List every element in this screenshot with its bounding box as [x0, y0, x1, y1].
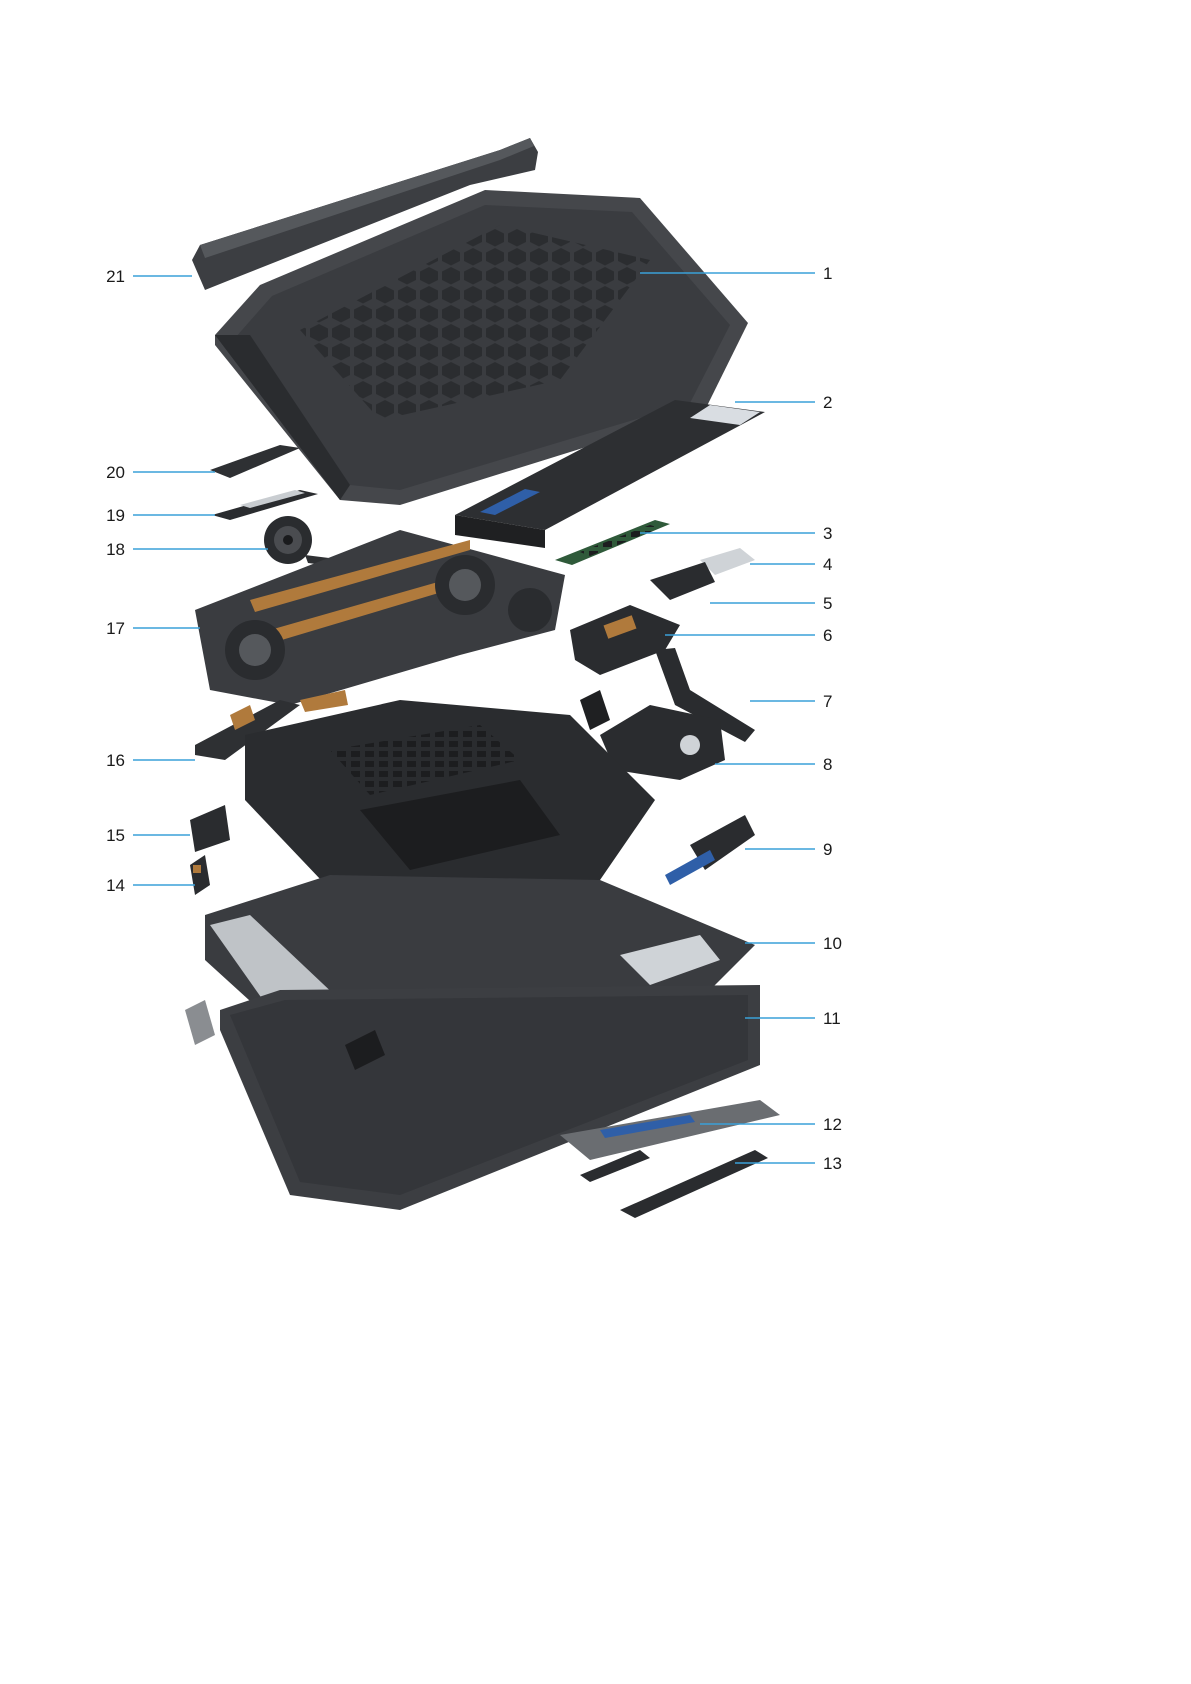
callout-number-15: 15: [106, 826, 125, 845]
callout-number-19: 19: [106, 506, 125, 525]
part-20-ssd-shield: [210, 445, 300, 478]
callout-number-10: 10: [823, 934, 842, 953]
part-13-touchpad-bracket: [580, 1150, 768, 1218]
callout-number-4: 4: [823, 555, 832, 574]
callout-number-1: 1: [823, 264, 832, 283]
callout-number-18: 18: [106, 540, 125, 559]
callout-number-5: 5: [823, 594, 832, 613]
part-15-bracket: [190, 805, 230, 852]
callout-number-11: 11: [823, 1009, 841, 1028]
part-17-thermal-module: [195, 530, 565, 705]
callout-number-20: 20: [106, 463, 125, 482]
callout-number-17: 17: [106, 619, 125, 638]
callout-number-14: 14: [106, 876, 125, 895]
callout-number-7: 7: [823, 692, 832, 711]
callout-number-8: 8: [823, 755, 832, 774]
callout-number-6: 6: [823, 626, 832, 645]
part-11-palmrest: [185, 985, 760, 1210]
part-19-ssd: [212, 490, 318, 520]
part-5-wlan-bracket: [650, 562, 715, 600]
callout-number-9: 9: [823, 840, 832, 859]
callout-number-16: 16: [106, 751, 125, 770]
callout-number-3: 3: [823, 524, 832, 543]
callout-number-2: 2: [823, 393, 832, 412]
part-14-small-port: [190, 855, 210, 895]
callout-number-21: 21: [106, 267, 125, 286]
callout-number-13: 13: [823, 1154, 842, 1173]
part-3-memory: [555, 520, 670, 565]
callout-number-12: 12: [823, 1115, 842, 1134]
part-9-speaker: [665, 815, 755, 885]
